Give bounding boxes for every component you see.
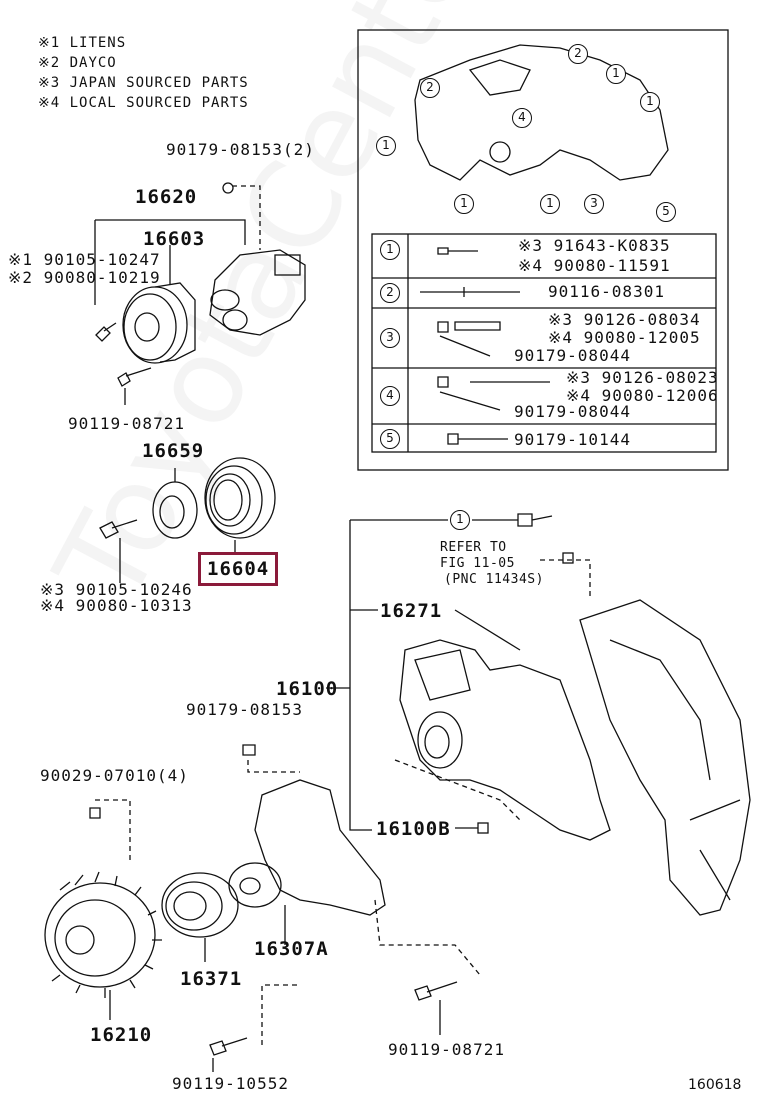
table-3-line-3: 90179-08044 <box>514 346 631 365</box>
table-key-4: 4 <box>380 386 400 406</box>
callout-16100b: 16100B <box>376 818 451 840</box>
refer-to-label: REFER TO <box>440 540 507 555</box>
inset-marker-1c: 1 <box>376 136 396 156</box>
callout-90105-10247: ※1 90105-10247 <box>8 250 161 269</box>
inset-marker-2: 2 <box>420 78 440 98</box>
inset-marker-1a: 1 <box>606 64 626 84</box>
table-key-5: 5 <box>380 429 400 449</box>
callout-16271: 16271 <box>380 600 443 622</box>
callout-90119-10552: 90119-10552 <box>172 1074 289 1093</box>
table-key-2: 2 <box>380 283 400 303</box>
callout-90080-10313: ※4 90080-10313 <box>40 596 193 615</box>
note-litens: ※1 LITENS <box>38 35 127 51</box>
table-key-3: 3 <box>380 328 400 348</box>
refer-fig-label: FIG 11-05 <box>440 556 515 571</box>
callout-16604[interactable]: 16604 <box>207 558 270 580</box>
table-4-line-2: ※4 90080-12006 <box>566 386 719 405</box>
table-4-line-3: 90179-08044 <box>514 402 631 421</box>
callout-16210: 16210 <box>90 1024 153 1046</box>
callout-90119-08721-top: 90119-08721 <box>68 414 185 433</box>
note-local: ※4 LOCAL SOURCED PARTS <box>38 95 249 111</box>
callout-16620: 16620 <box>135 186 198 208</box>
callout-16659: 16659 <box>142 440 205 462</box>
table-1-line-2: ※4 90080-11591 <box>518 256 671 275</box>
table-3-line-2: ※4 90080-12005 <box>548 328 701 347</box>
callout-16307a: 16307A <box>254 938 329 960</box>
table-1-line-1: ※3 91643-K0835 <box>518 236 671 255</box>
inset-marker-1e: 1 <box>540 194 560 214</box>
inset-frame <box>357 29 729 471</box>
callout-90179-08153: 90179-08153 <box>186 700 303 719</box>
highlight-box <box>198 552 278 586</box>
inset-marker-1b: 1 <box>640 92 660 112</box>
table-4-line-1: ※3 90126-08023 <box>566 368 719 387</box>
inset-engine-cover <box>414 44 669 181</box>
refer-pnc-label: (PNC 11434S) <box>444 572 544 587</box>
callout-90119-08721-bottom: 90119-08721 <box>388 1040 505 1059</box>
table-key-1: 1 <box>380 240 400 260</box>
table-3-line-1: ※3 90126-08034 <box>548 310 701 329</box>
inset-marker-5: 5 <box>656 202 676 222</box>
pump-marker-1: 1 <box>450 510 470 530</box>
callout-90105-10246: ※3 90105-10246 <box>40 580 193 599</box>
note-japan: ※3 JAPAN SOURCED PARTS <box>38 75 249 91</box>
inset-marker-1d: 1 <box>454 194 474 214</box>
table-2-line-1: 90116-08301 <box>548 282 665 301</box>
inset-marker-2b: 2 <box>568 44 588 64</box>
callout-16100: 16100 <box>276 678 339 700</box>
note-dayco: ※2 DAYCO <box>38 55 117 71</box>
callout-90080-10219: ※2 90080-10219 <box>8 268 161 287</box>
inset-marker-4: 4 <box>512 108 532 128</box>
inset-marker-3: 3 <box>584 194 604 214</box>
callout-90179-08153-2: 90179-08153(2) <box>166 140 315 159</box>
detail-table-frame <box>371 233 717 453</box>
callout-16603: 16603 <box>143 228 206 250</box>
table-5-line-1: 90179-10144 <box>514 430 631 449</box>
callout-16371: 16371 <box>180 968 243 990</box>
callout-90029-07010: 90029-07010(4) <box>40 766 189 785</box>
figure-number: 160618 <box>688 1077 742 1093</box>
